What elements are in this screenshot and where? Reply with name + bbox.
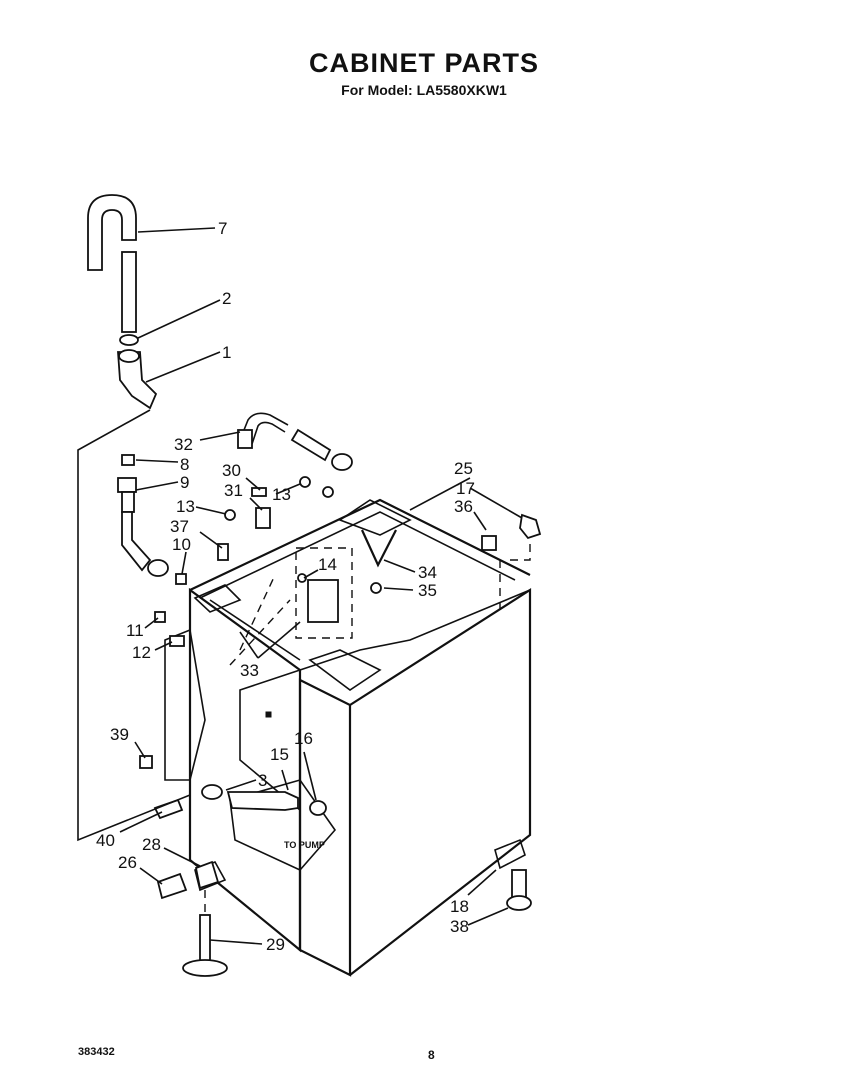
harness-guide-line: [229, 574, 291, 666]
to-pump-label: TO PUMP: [284, 840, 325, 850]
callout-26: 26: [118, 853, 137, 872]
callout-13-right: 13: [272, 485, 291, 504]
panel-screw-parts-11-12-39: [139, 611, 185, 769]
pressure-switch-part-14: [295, 547, 353, 639]
callout-37: 37: [170, 517, 189, 536]
callout-30: 30: [222, 461, 241, 480]
screws-part-13-30-31-37: [217, 476, 334, 561]
callout-17: 17: [456, 479, 475, 498]
clamp-part-2: [119, 334, 139, 346]
page-number: 8: [428, 1048, 435, 1062]
callout-3: 3: [258, 771, 267, 790]
callout-1: 1: [222, 343, 231, 362]
callout-39: 39: [110, 725, 129, 744]
callout-36: 36: [454, 497, 473, 516]
callout-7: 7: [218, 219, 227, 238]
leg-part-29: [182, 890, 228, 977]
callout-2: 2: [222, 289, 231, 308]
callout-12: 12: [132, 643, 151, 662]
callout-33: 33: [240, 661, 259, 680]
fill-hose-part-7: [87, 194, 137, 333]
callout-35: 35: [418, 581, 437, 600]
callout-18: 18: [450, 897, 469, 916]
callout-16: 16: [294, 729, 313, 748]
foot-parts-18-38: [506, 869, 532, 911]
callout-31: 31: [224, 481, 243, 500]
valve-parts-8-9-10: [117, 454, 187, 585]
callout-40: 40: [96, 831, 115, 850]
drain-elbow-part-1: [117, 349, 158, 410]
assembly-guide-line: [77, 409, 191, 842]
callout-10: 10: [172, 535, 191, 554]
callout-28: 28: [142, 835, 161, 854]
callout-14: 14: [318, 555, 337, 574]
callout-numbers: 7 2 1 32 8 9 30 31 13 13 37 10 11 12 14 …: [96, 219, 475, 954]
model-subtitle: For Model: LA5580XKW1: [341, 82, 507, 98]
callout-13-left: 13: [176, 497, 195, 516]
callout-11: 11: [126, 621, 144, 640]
document-number: 383432: [78, 1046, 115, 1058]
callout-32: 32: [174, 435, 193, 454]
page-title: CABINET PARTS: [308, 48, 539, 78]
leader-lines: [119, 227, 523, 945]
tub-bracket-parts-34-35: [360, 529, 397, 594]
leveling-parts-26-28-40: [153, 798, 220, 900]
hinge-parts-17-36: [481, 513, 542, 610]
callout-29: 29: [266, 935, 285, 954]
callout-9: 9: [180, 473, 189, 492]
siphon-tube-part-32: [237, 412, 353, 471]
pump-hose-parts-3-15-16: [201, 784, 327, 816]
callout-8: 8: [180, 455, 189, 474]
callout-34: 34: [418, 563, 437, 582]
callout-38: 38: [450, 917, 469, 936]
callout-25: 25: [454, 459, 473, 478]
callout-15: 15: [270, 745, 289, 764]
cabinet-body: [164, 498, 532, 977]
